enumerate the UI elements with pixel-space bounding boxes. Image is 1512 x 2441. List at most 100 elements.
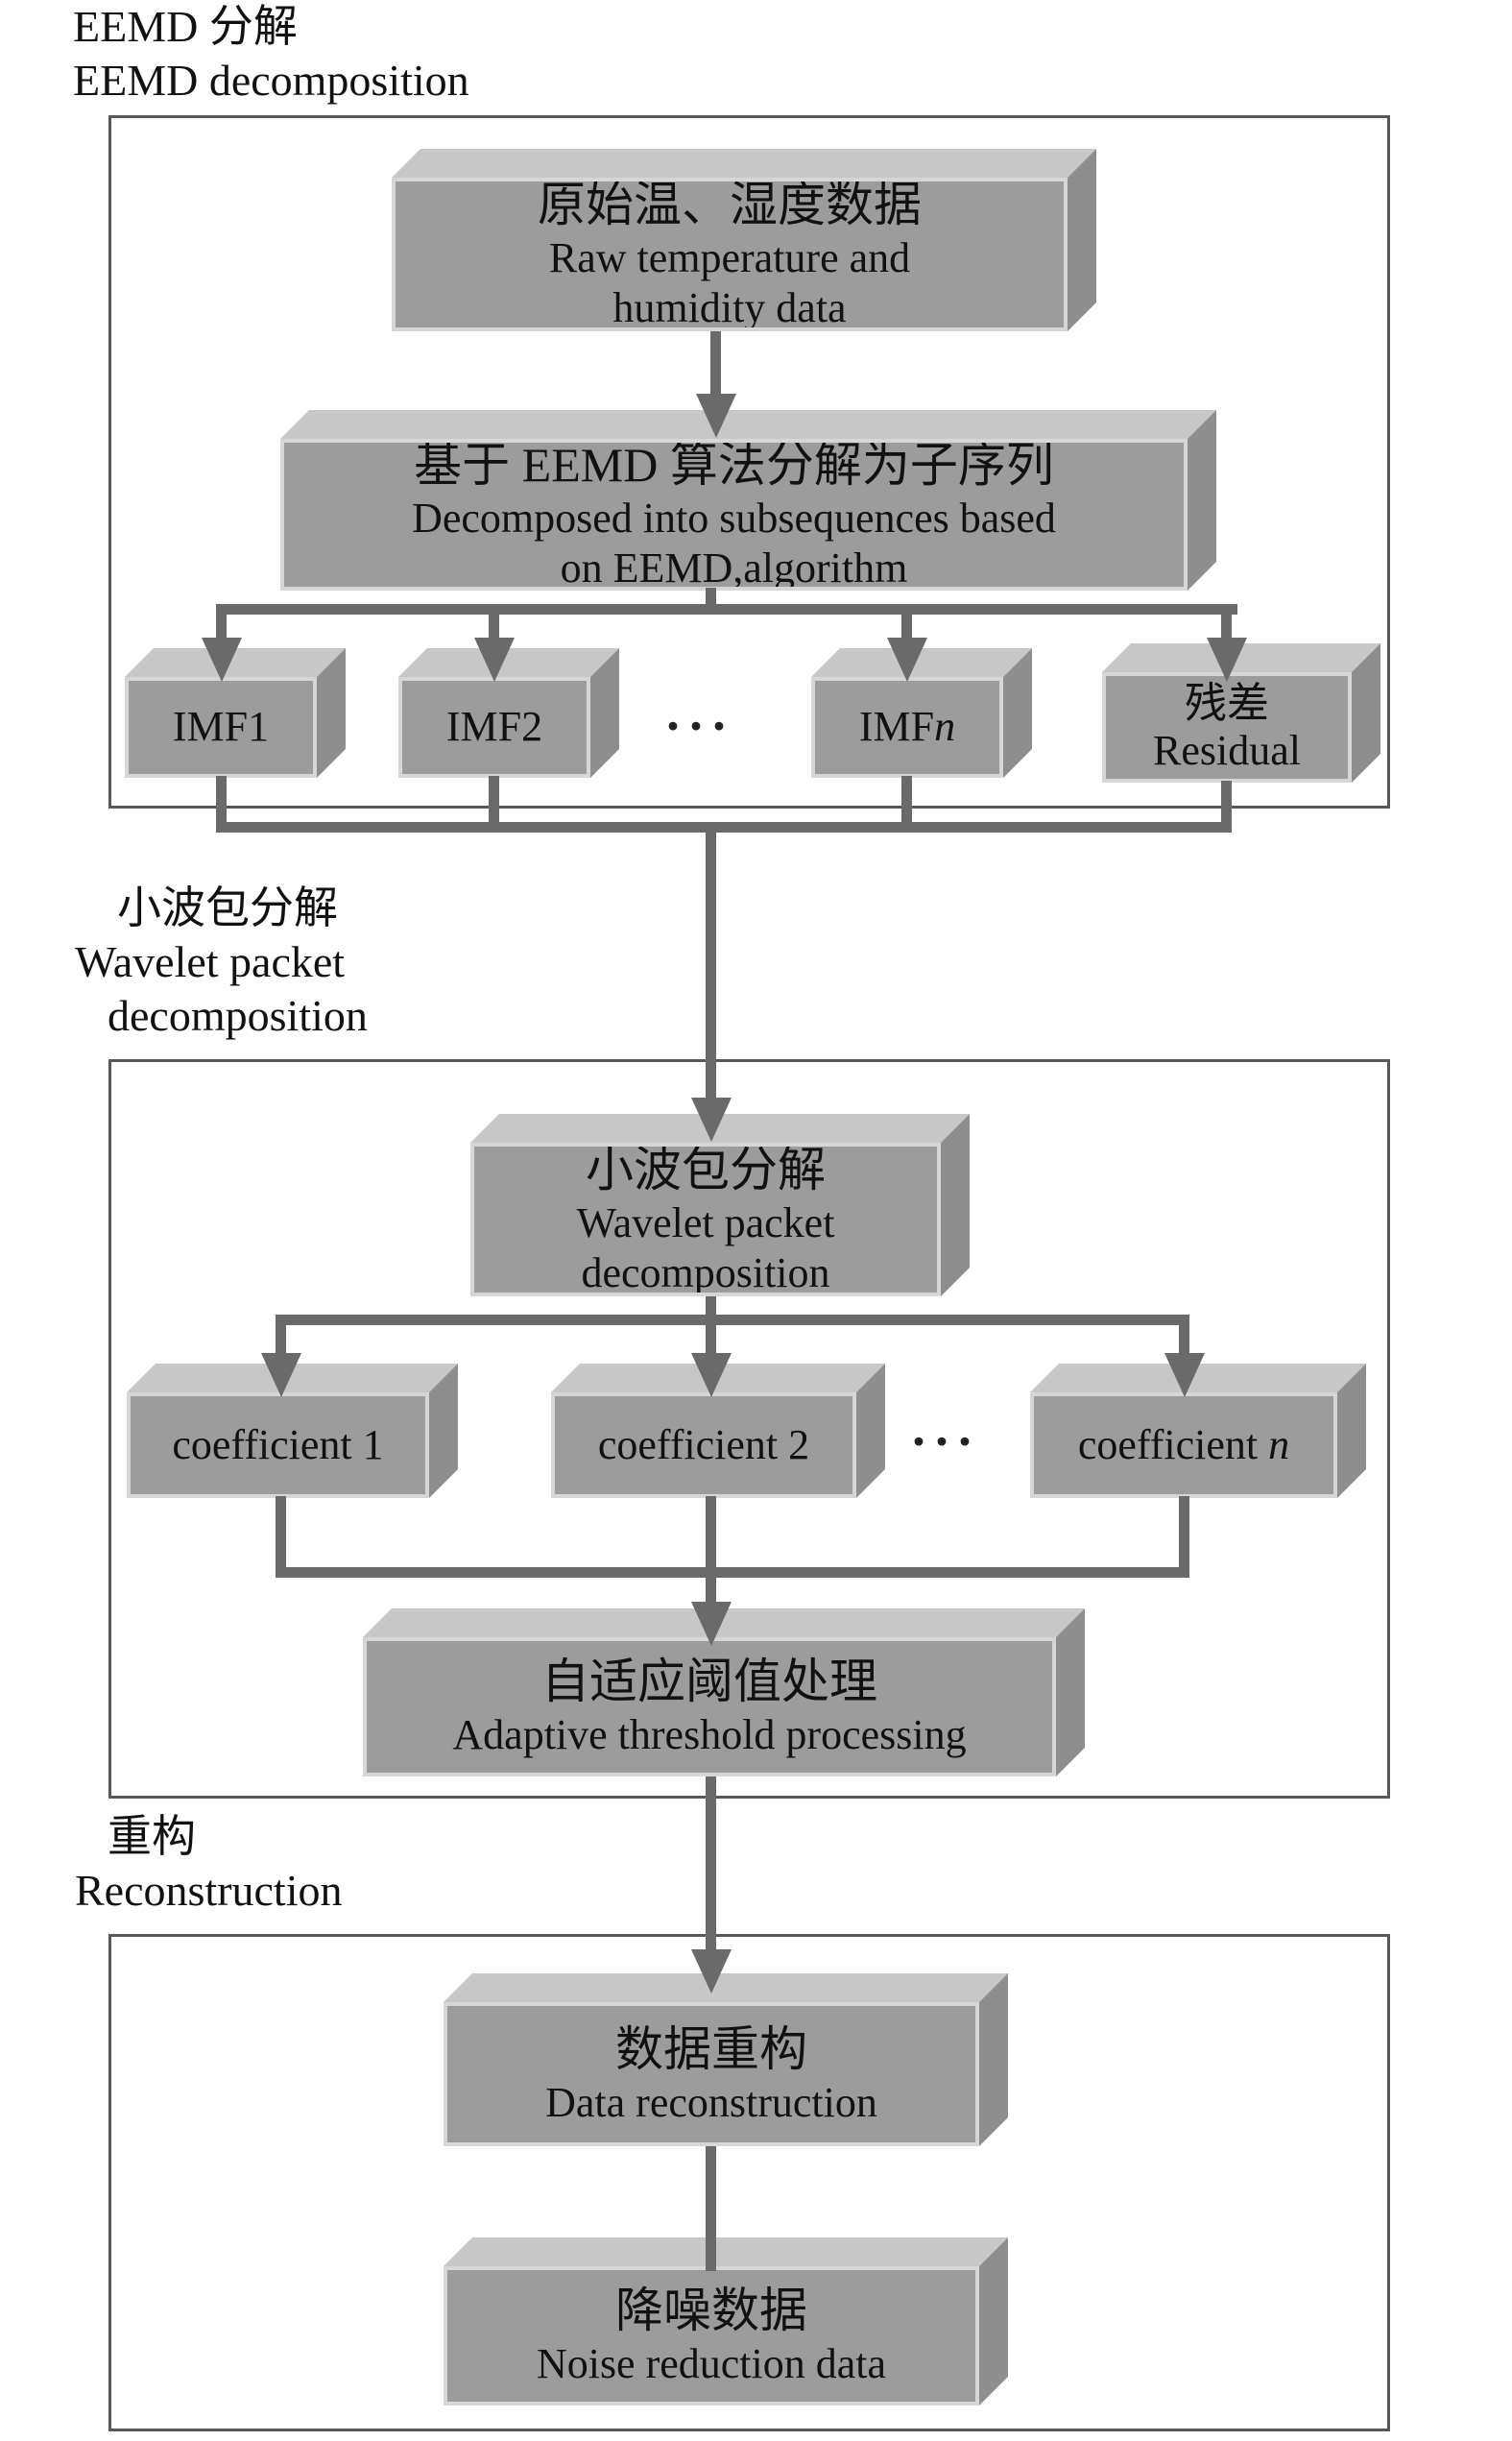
node-imf1: IMF1 xyxy=(125,648,346,778)
node-noise-reduction-en: Noise reduction data xyxy=(536,2340,887,2388)
box-top-face xyxy=(1030,1364,1366,1392)
node-imfn: IMFn xyxy=(811,648,1032,778)
stage-label-wavelet-en1: Wavelet packet xyxy=(75,937,346,987)
node-adaptive-threshold: 自适应阈值处理 Adaptive threshold processing xyxy=(363,1608,1085,1776)
box-front-face: IMF2 xyxy=(398,677,590,778)
node-adaptive-threshold-en: Adaptive threshold processing xyxy=(452,1711,967,1759)
node-coefficientn-label: coefficient n xyxy=(1077,1420,1290,1468)
node-residual: 残差 Residual xyxy=(1102,643,1380,783)
box-top-face xyxy=(125,648,346,677)
stage-label-eemd-zh: EEMD 分解 xyxy=(73,2,298,51)
connector-reconstruction-to-noise xyxy=(706,2146,716,2271)
box-front-face: 基于 EEMD 算法分解为子序列 Decomposed into subsequ… xyxy=(280,439,1188,591)
box-side-face xyxy=(1188,410,1216,591)
node-coefficient1-label: coefficient 1 xyxy=(172,1420,384,1468)
stage-label-reconstruction-zh: 重构 xyxy=(108,1812,196,1861)
collector-line-coefficient xyxy=(276,1567,1189,1578)
box-top-face xyxy=(811,648,1032,677)
node-wavelet-packet-en2: decomposition xyxy=(581,1248,830,1296)
node-data-reconstruction: 数据重构 Data reconstruction xyxy=(444,1973,1008,2146)
arrow-to-reconstruction-shaft xyxy=(706,1776,716,1954)
node-eemd-decompose: 基于 EEMD 算法分解为子序列 Decomposed into subsequ… xyxy=(280,410,1216,591)
connector-decompose-stub xyxy=(706,588,716,615)
box-front-face: IMFn xyxy=(811,677,1003,778)
box-front-face: IMF1 xyxy=(125,677,317,778)
box-front-face: coefficient n xyxy=(1030,1392,1337,1498)
stage-label-reconstruction: 重构 Reconstruction xyxy=(75,1810,343,1918)
node-raw-data-en2: humidity data xyxy=(612,283,847,331)
distribution-line-imf xyxy=(216,604,1237,615)
arrow-to-coefficient2-shaft xyxy=(706,1315,716,1358)
box-front-face: 原始温、湿度数据 Raw temperature and humidity da… xyxy=(392,178,1068,331)
distribution-line-coefficient xyxy=(276,1315,1189,1325)
collector-line-imf xyxy=(216,822,1232,833)
stage-label-reconstruction-en: Reconstruction xyxy=(75,1866,343,1916)
box-side-face xyxy=(1068,149,1096,331)
box-top-face xyxy=(398,648,619,677)
stage-label-eemd-en: EEMD decomposition xyxy=(73,56,469,106)
node-wavelet-packet-en1: Wavelet packet xyxy=(576,1198,835,1246)
node-coefficient2-label: coefficient 2 xyxy=(597,1420,810,1468)
stage-label-wavelet-en2: decomposition xyxy=(108,991,368,1041)
box-front-face: 小波包分解 Wavelet packet decomposition xyxy=(470,1143,941,1296)
connector-residual-out xyxy=(1221,781,1232,833)
arrow-to-residual-shaft xyxy=(1221,604,1232,642)
node-coefficient2: coefficient 2 xyxy=(551,1364,885,1498)
node-eemd-decompose-en2: on EEMD,algorithm xyxy=(560,544,908,591)
box-top-face xyxy=(444,2237,1008,2266)
arrow-to-imf1-shaft xyxy=(216,604,227,642)
node-residual-en: Residual xyxy=(1153,726,1301,774)
box-front-face: coefficient 1 xyxy=(127,1392,429,1498)
stage-label-eemd: EEMD 分解 EEMD decomposition xyxy=(73,0,469,108)
box-top-face xyxy=(392,149,1096,178)
node-raw-data: 原始温、湿度数据 Raw temperature and humidity da… xyxy=(392,149,1096,331)
box-top-face xyxy=(444,1973,1008,2002)
box-side-face xyxy=(979,2237,1008,2405)
node-imf1-label: IMF1 xyxy=(172,703,270,751)
node-noise-reduction-zh: 降噪数据 xyxy=(615,2284,807,2338)
connector-coefficient2-out xyxy=(706,1496,716,1578)
arrow-to-coefficientn-shaft xyxy=(1179,1315,1189,1358)
section-wavelet-decomposition xyxy=(108,1059,1390,1799)
node-eemd-decompose-zh: 基于 EEMD 算法分解为子序列 xyxy=(414,439,1054,492)
box-side-face xyxy=(1056,1608,1085,1776)
box-side-face xyxy=(979,1973,1008,2146)
arrow-to-wavelet-shaft xyxy=(706,822,716,1102)
node-adaptive-threshold-zh: 自适应阈值处理 xyxy=(541,1655,877,1709)
node-coefficient1: coefficient 1 xyxy=(127,1364,458,1498)
box-top-face xyxy=(280,410,1216,439)
ellipsis-imf: ··· xyxy=(664,697,734,755)
section-eemd-decomposition xyxy=(108,115,1390,809)
node-wavelet-packet: 小波包分解 Wavelet packet decomposition xyxy=(470,1114,970,1296)
box-side-face xyxy=(941,1114,970,1296)
node-residual-zh: 残差 xyxy=(1185,680,1269,728)
node-eemd-decompose-en1: Decomposed into subsequences based xyxy=(412,494,1056,542)
arrow-to-adaptive-shaft xyxy=(706,1567,716,1606)
node-raw-data-en1: Raw temperature and xyxy=(548,233,911,281)
stage-label-wavelet: 小波包分解 Wavelet packet decomposition xyxy=(75,882,368,1043)
ellipsis-coefficient: ··· xyxy=(910,1413,980,1470)
box-front-face: coefficient 2 xyxy=(551,1392,856,1498)
box-front-face: 残差 Residual xyxy=(1102,672,1352,783)
node-data-reconstruction-zh: 数据重构 xyxy=(615,2021,807,2076)
node-noise-reduction: 降噪数据 Noise reduction data xyxy=(444,2237,1008,2405)
connector-imf1-out xyxy=(216,776,227,833)
node-coefficientn: coefficient n xyxy=(1030,1364,1366,1498)
box-front-face: 自适应阈值处理 Adaptive threshold processing xyxy=(363,1637,1056,1776)
connector-imf2-out xyxy=(489,776,499,833)
connector-coefficientn-out xyxy=(1179,1496,1189,1578)
arrow-raw-to-decompose-shaft xyxy=(710,331,721,399)
node-imf2-label: IMF2 xyxy=(445,703,543,751)
box-front-face: 降噪数据 Noise reduction data xyxy=(444,2266,979,2405)
stage-label-wavelet-zh: 小波包分解 xyxy=(117,883,338,932)
connector-coefficient1-out xyxy=(276,1496,286,1578)
section-reconstruction xyxy=(108,1934,1390,2431)
connector-imfn-out xyxy=(901,776,912,833)
box-front-face: 数据重构 Data reconstruction xyxy=(444,2002,979,2146)
node-data-reconstruction-en: Data reconstruction xyxy=(545,2078,877,2126)
arrow-to-imfn-shaft xyxy=(901,604,912,642)
connector-wavelet-stub xyxy=(706,1296,716,1325)
arrow-to-imf2-shaft xyxy=(489,604,499,642)
node-raw-data-zh: 原始温、湿度数据 xyxy=(538,178,922,231)
